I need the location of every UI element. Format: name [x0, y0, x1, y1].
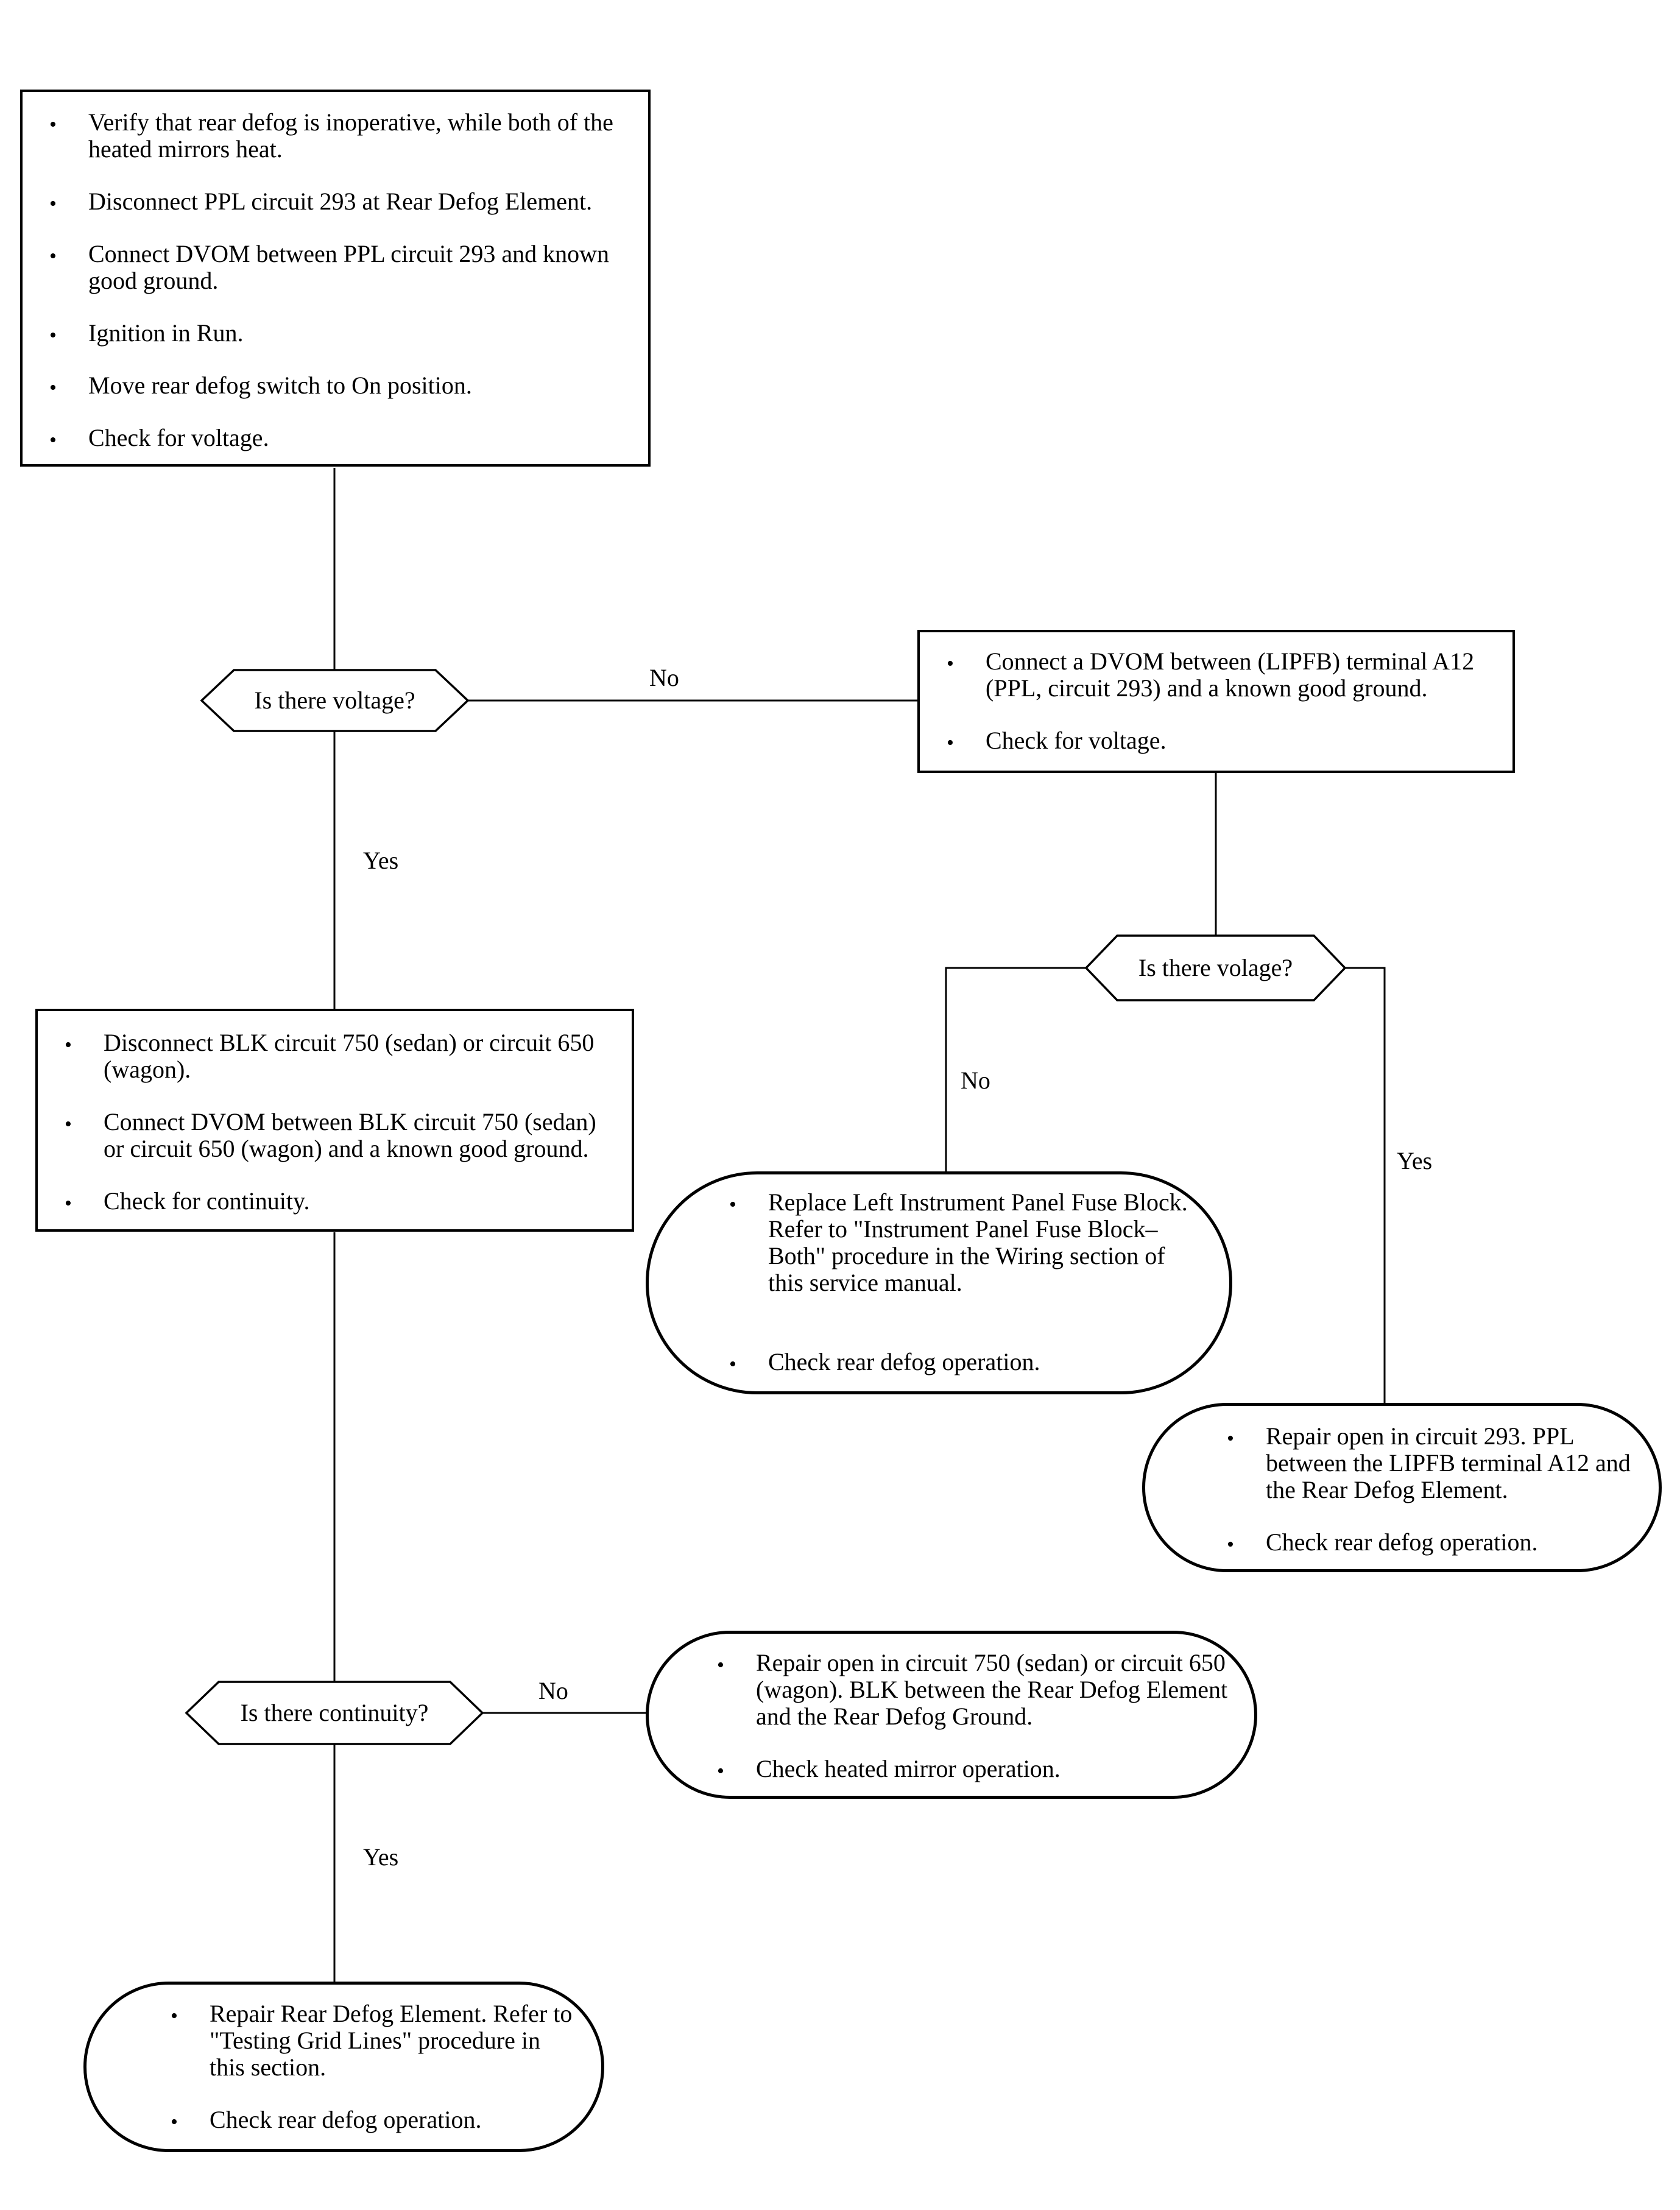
step-text: Move rear defog switch to On position.	[88, 372, 472, 399]
repair-element-step-2: • Check rear defog operation.	[158, 2106, 577, 2134]
step-text: Repair open in circuit 750 (sedan) or ci…	[756, 1649, 1228, 1730]
repair-293-terminal: • Repair open in circuit 293. PPL between…	[1142, 1403, 1662, 1572]
bullet-icon: •	[171, 2005, 178, 2027]
decision-continuity-label: Is there continuity?	[240, 1699, 429, 1726]
bullet-icon: •	[49, 192, 57, 215]
bullet-icon: •	[717, 1654, 724, 1676]
continuity-yes-label: Yes	[363, 1843, 399, 1871]
step-text: Ignition in Run.	[88, 319, 244, 347]
ground-step-3: • Check for continuity.	[52, 1188, 619, 1215]
start-step-6: • Check for voltage.	[37, 424, 636, 452]
step-text: Connect DVOM between BLK circuit 750 (se…	[104, 1108, 596, 1162]
replace-fuse-block-list: • Replace Left Instrument Panel Fuse Bloc…	[717, 1189, 1199, 1376]
repair-750-list: • Repair open in circuit 750 (sedan) or c…	[705, 1650, 1230, 1783]
lipfb-step-1: • Connect a DVOM between (LIPFB) terminal…	[934, 648, 1500, 702]
ground-step-1: • Disconnect BLK circuit 750 (sedan) or c…	[52, 1029, 619, 1083]
ground-check-box: • Disconnect BLK circuit 750 (sedan) or c…	[35, 1009, 634, 1232]
bullet-icon: •	[171, 2111, 178, 2133]
start-steps-box: • Verify that rear defog is inoperative, …	[20, 90, 651, 467]
step-text: Disconnect BLK circuit 750 (sedan) or ci…	[104, 1029, 595, 1083]
line-volage-no	[945, 967, 1086, 1173]
step-text: Check heated mirror operation.	[756, 1755, 1061, 1782]
bullet-icon: •	[717, 1760, 724, 1782]
bullet-icon: •	[729, 1193, 736, 1216]
replace-fuse-step-2: • Check rear defog operation.	[717, 1348, 1199, 1376]
repair-293-step-2: • Check rear defog operation.	[1215, 1529, 1634, 1556]
step-text: Disconnect PPL circuit 293 at Rear Defog…	[88, 188, 593, 215]
step-text: Repair Rear Defog Element. Refer to "Tes…	[210, 2000, 573, 2081]
step-text: Check rear defog operation.	[1266, 1528, 1538, 1556]
line-volage-yes	[1345, 967, 1386, 1404]
decision-voltage-shape	[200, 669, 470, 732]
bullet-icon: •	[947, 732, 954, 754]
bullet-icon: •	[65, 1113, 72, 1135]
volage-yes-label: Yes	[1397, 1147, 1433, 1174]
start-step-4: • Ignition in Run.	[37, 320, 636, 347]
ground-step-2: • Connect DVOM between BLK circuit 750 (s…	[52, 1109, 619, 1162]
repair-750-terminal: • Repair open in circuit 750 (sedan) or c…	[646, 1631, 1257, 1799]
step-text: Check for continuity.	[104, 1187, 310, 1215]
lipfb-check-list: • Connect a DVOM between (LIPFB) terminal…	[934, 648, 1500, 755]
repair-element-terminal: • Repair Rear Defog Element. Refer to "Te…	[83, 1982, 604, 2152]
replace-fuse-step-1: • Replace Left Instrument Panel Fuse Bloc…	[717, 1189, 1199, 1296]
volage-no-label: No	[961, 1067, 990, 1094]
repair-element-step-1: • Repair Rear Defog Element. Refer to "Te…	[158, 2000, 577, 2081]
decision-voltage-label: Is there voltage?	[254, 687, 415, 714]
bullet-icon: •	[1227, 1427, 1234, 1450]
replace-fuse-block-terminal: • Replace Left Instrument Panel Fuse Bloc…	[646, 1171, 1232, 1394]
start-steps-list: • Verify that rear defog is inoperative, …	[37, 109, 636, 452]
step-text: Replace Left Instrument Panel Fuse Block…	[768, 1188, 1188, 1296]
repair-750-step-1: • Repair open in circuit 750 (sedan) or c…	[705, 1650, 1230, 1730]
bullet-icon: •	[49, 376, 57, 399]
start-step-3: • Connect DVOM between PPL circuit 293 an…	[37, 241, 636, 294]
start-step-2: • Disconnect PPL circuit 293 at Rear Defo…	[37, 188, 636, 216]
decision-continuity-shape	[185, 1681, 484, 1745]
step-text: Connect a DVOM between (LIPFB) terminal …	[986, 648, 1475, 702]
bullet-icon: •	[49, 113, 57, 136]
step-text: Check for voltage.	[986, 727, 1166, 754]
step-text: Check rear defog operation.	[210, 2106, 482, 2133]
start-step-1: • Verify that rear defog is inoperative, …	[37, 109, 636, 163]
step-text: Check for voltage.	[88, 424, 269, 451]
continuity-no-label: No	[538, 1677, 568, 1704]
step-text: Verify that rear defog is inoperative, w…	[88, 108, 613, 163]
repair-element-list: • Repair Rear Defog Element. Refer to "Te…	[158, 2000, 577, 2134]
bullet-icon: •	[49, 429, 57, 451]
lipfb-step-2: • Check for voltage.	[934, 727, 1500, 755]
bullet-icon: •	[65, 1034, 72, 1056]
bullet-icon: •	[49, 245, 57, 267]
repair-293-list: • Repair open in circuit 293. PPL between…	[1215, 1423, 1634, 1556]
voltage-no-label: No	[649, 664, 679, 691]
repair-293-step-1: • Repair open in circuit 293. PPL between…	[1215, 1423, 1634, 1503]
bullet-icon: •	[947, 652, 954, 675]
decision-volage-label: Is there volage?	[1138, 954, 1293, 981]
lipfb-check-box: • Connect a DVOM between (LIPFB) terminal…	[917, 630, 1515, 773]
bullet-icon: •	[729, 1353, 736, 1375]
voltage-yes-label: Yes	[363, 847, 399, 874]
step-text: Check rear defog operation.	[768, 1348, 1040, 1375]
decision-volage-shape	[1084, 934, 1347, 1001]
ground-check-list: • Disconnect BLK circuit 750 (sedan) or c…	[52, 1029, 619, 1215]
repair-750-step-2: • Check heated mirror operation.	[705, 1755, 1230, 1783]
step-text: Connect DVOM between PPL circuit 293 and…	[88, 240, 610, 294]
step-text: Repair open in circuit 293. PPL between …	[1266, 1422, 1631, 1503]
bullet-icon: •	[65, 1192, 72, 1215]
start-step-5: • Move rear defog switch to On position.	[37, 372, 636, 400]
bullet-icon: •	[49, 324, 57, 347]
bullet-icon: •	[1227, 1533, 1234, 1556]
